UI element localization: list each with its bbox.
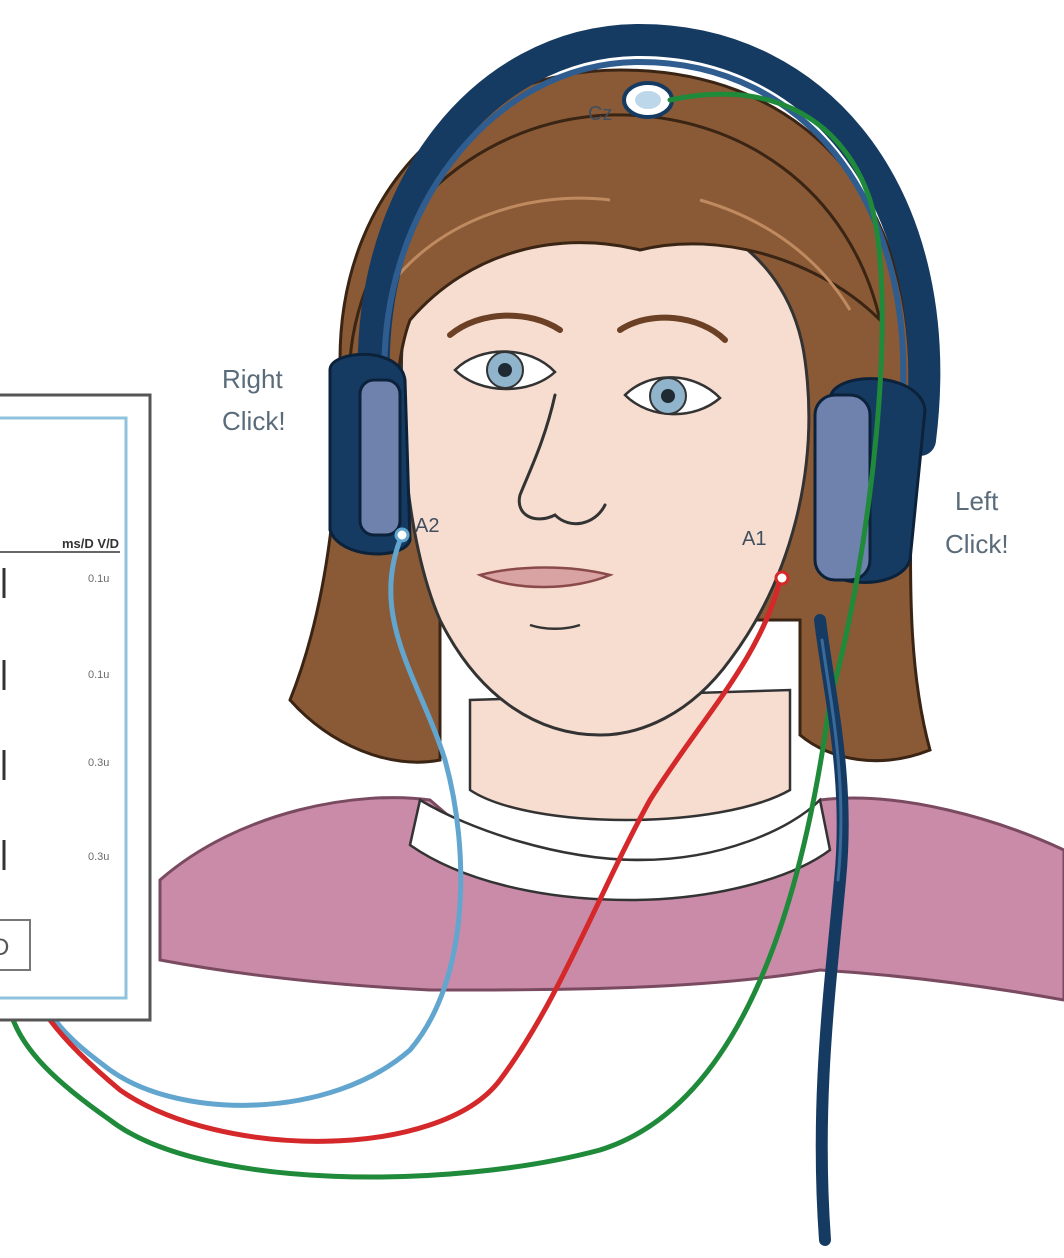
electrode-label-cz: Cz <box>588 103 612 125</box>
monitor-value-2: 0.1u <box>88 669 109 681</box>
shirt <box>160 798 1064 1000</box>
right-click-line-2: Click! <box>222 406 286 436</box>
recording-monitor: ms/D V/D 0.1u 0.1u 0.3u 0.3u D <box>0 395 150 1020</box>
monitor-header: ms/D V/D <box>62 536 119 551</box>
left-click-line-1: Left <box>955 486 999 516</box>
right-click-label: Right Click! <box>222 364 286 436</box>
monitor-value-3: 0.3u <box>88 757 109 769</box>
right-earcup <box>330 354 410 554</box>
left-click-line-2: Click! <box>945 529 1009 559</box>
electrode-label-a1: A1 <box>742 528 766 550</box>
right-click-line-1: Right <box>222 364 283 394</box>
monitor-button[interactable]: D <box>0 920 30 970</box>
monitor-value-4: 0.3u <box>88 851 109 863</box>
electrode-label-a2: A2 <box>415 515 439 537</box>
monitor-value-1: 0.1u <box>88 573 109 585</box>
left-click-label: Left Click! <box>945 486 1009 559</box>
monitor-button-glyph: D <box>0 934 9 961</box>
